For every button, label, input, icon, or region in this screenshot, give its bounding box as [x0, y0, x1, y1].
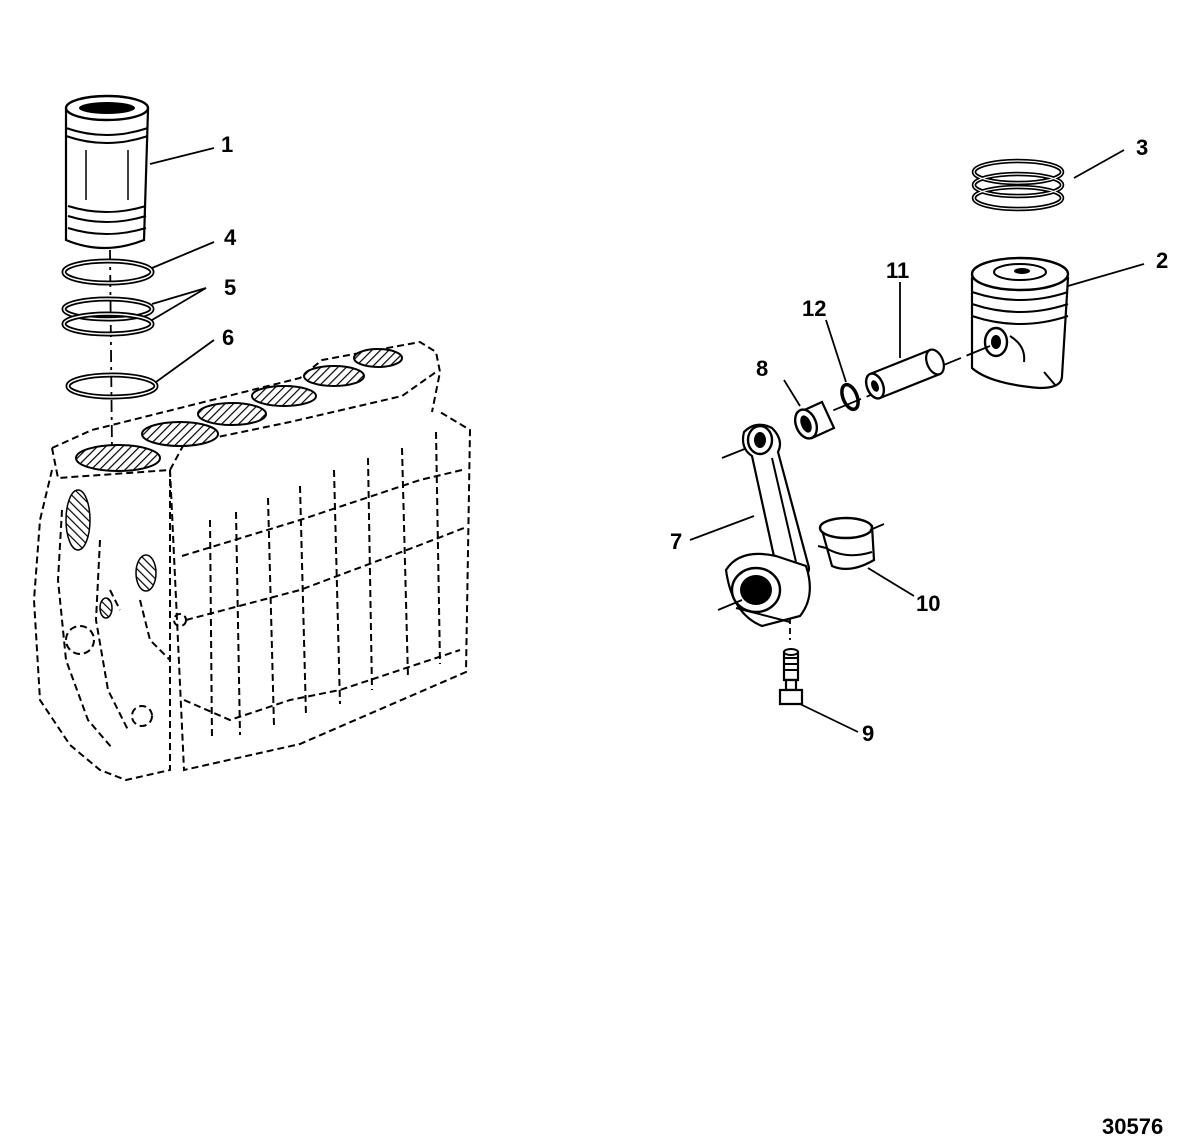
cylinder-bores	[75, 348, 403, 472]
callout-3: 3	[1136, 135, 1148, 160]
callout-6: 6	[222, 325, 234, 350]
callout-9: 9	[862, 721, 874, 746]
figure-id: 30576	[1102, 1114, 1163, 1137]
small-end-bushing	[793, 400, 836, 440]
piston-pin	[864, 348, 945, 400]
piston	[970, 256, 1070, 390]
connecting-rod	[717, 423, 811, 640]
callout-10: 10	[916, 591, 940, 616]
cylinder-liner	[64, 94, 150, 250]
engine-block-phantom	[32, 340, 472, 782]
piston-rings	[971, 158, 1065, 212]
callout-labels: 1 2 3 4 5 6 7 8 9 10 11 12	[221, 132, 1168, 746]
pin-axis-line	[799, 345, 991, 425]
callout-11: 11	[886, 258, 909, 283]
callout-4: 4	[224, 225, 237, 250]
callout-1: 1	[221, 132, 233, 157]
callout-2: 2	[1156, 248, 1168, 273]
liner-seal-ring-6	[65, 372, 159, 400]
rod-bolt	[778, 648, 804, 706]
pin-retaining-ring	[840, 382, 860, 412]
callout-8: 8	[756, 356, 768, 381]
callout-5: 5	[224, 275, 236, 300]
rod-bearing-shell	[817, 516, 885, 571]
callout-7: 7	[670, 529, 682, 554]
leader-lines	[149, 147, 1145, 733]
block-front-openings	[65, 489, 157, 619]
liner-axis-line	[109, 249, 113, 451]
callout-12: 12	[802, 296, 826, 321]
liner-seal-ring-4	[61, 258, 155, 286]
liner-o-rings-5	[61, 296, 155, 337]
